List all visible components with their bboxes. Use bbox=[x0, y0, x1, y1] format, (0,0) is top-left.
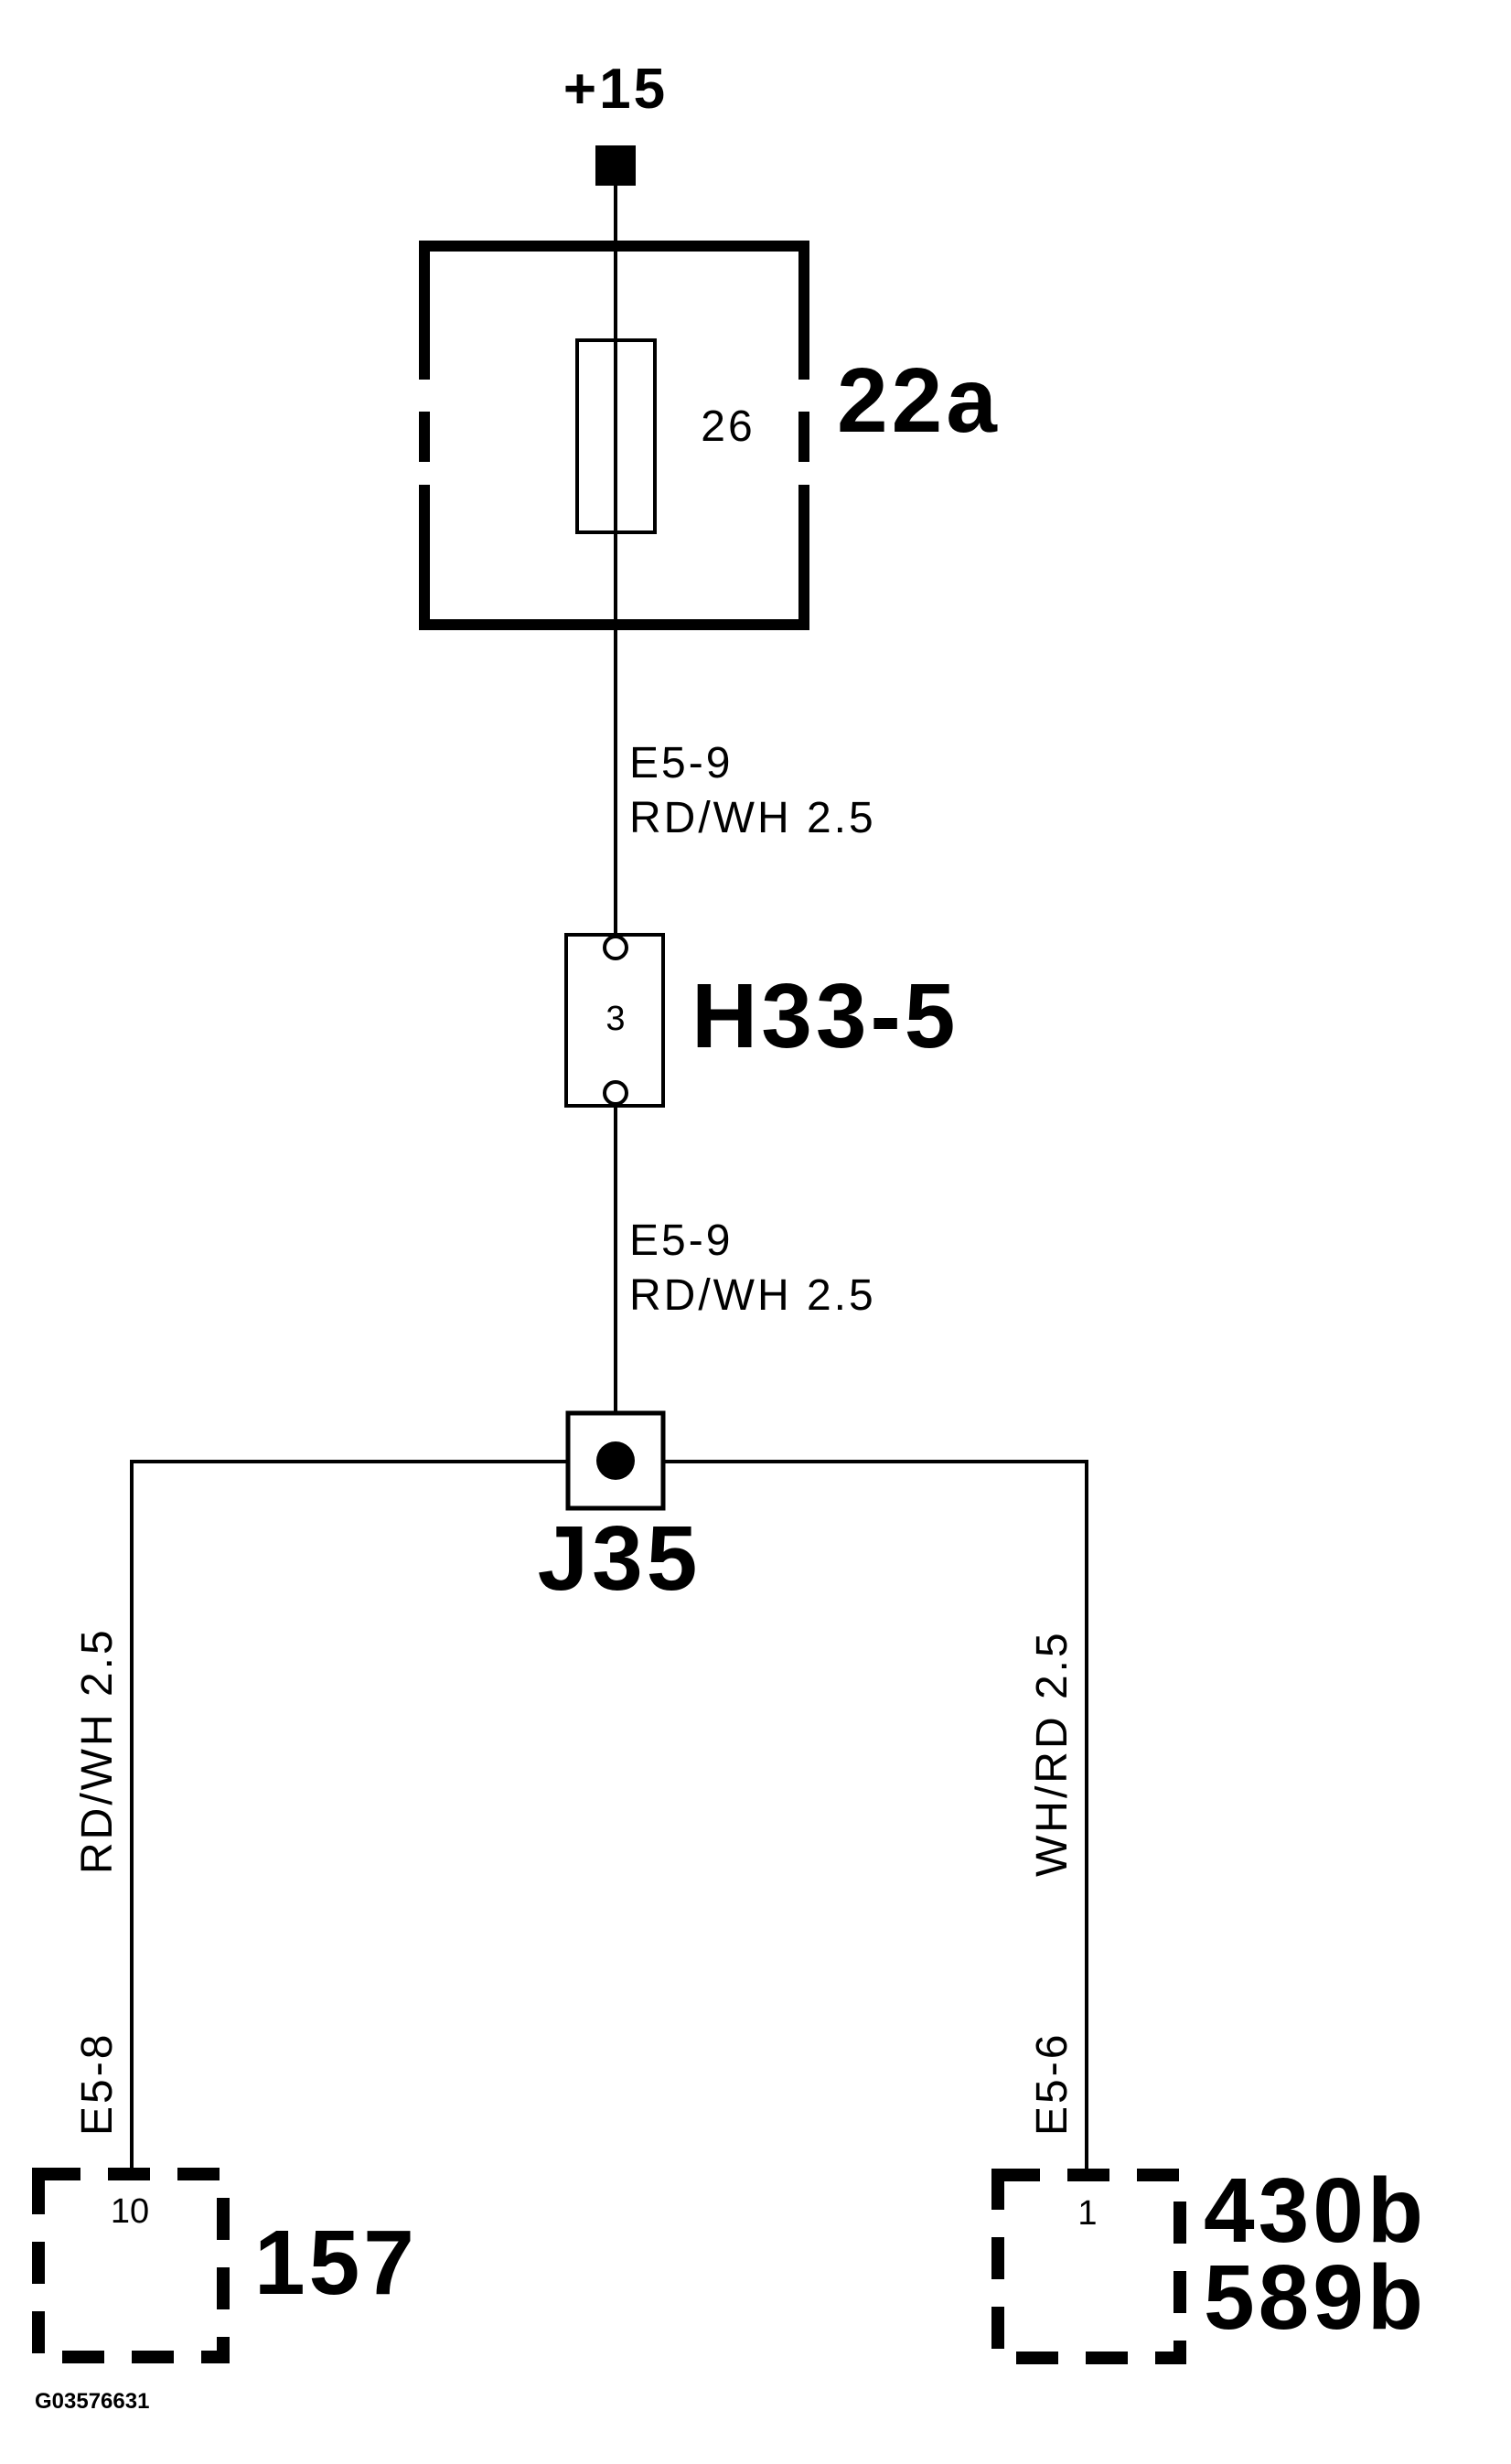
branch-right-wire-spec: WH/RD 2.5 bbox=[1028, 1630, 1077, 1877]
branch-right-wire-code: E5-6 bbox=[1028, 2032, 1077, 2136]
component-589b-id: 589b bbox=[1204, 2246, 1427, 2349]
figure-id: G03576631 bbox=[35, 2389, 149, 2414]
fuse-number: 26 bbox=[701, 402, 755, 451]
connector-h33-pin-bottom bbox=[603, 1080, 628, 1106]
junction-dot bbox=[596, 1441, 635, 1480]
component-430b-box bbox=[991, 2169, 1186, 2364]
connector-h33 bbox=[564, 933, 665, 1108]
wire-middle-spec: RD/WH 2.5 bbox=[629, 1271, 876, 1320]
wire-upper-spec: RD/WH 2.5 bbox=[629, 794, 876, 842]
wire-middle-code: E5-9 bbox=[629, 1216, 733, 1265]
component-157-id: 157 bbox=[254, 2212, 418, 2314]
branch-left-wire-code: E5-8 bbox=[73, 2032, 122, 2136]
connector-h33-pin-top bbox=[603, 935, 628, 960]
connector-h33-id: H33-5 bbox=[691, 965, 959, 1067]
branch-left-wire-spec: RD/WH 2.5 bbox=[73, 1627, 122, 1874]
supply-label: +15 bbox=[563, 58, 668, 121]
fuse-box-id: 22a bbox=[837, 349, 1001, 452]
component-157-box bbox=[32, 2168, 230, 2363]
junction-id: J35 bbox=[538, 1507, 702, 1610]
wire-upper-code: E5-9 bbox=[629, 739, 733, 787]
connector-h33-pin: 3 bbox=[605, 1000, 625, 1038]
component-430b-pin: 1 bbox=[1077, 2194, 1097, 2233]
component-157-pin: 10 bbox=[111, 2192, 149, 2231]
component-430b-id: 430b bbox=[1204, 2159, 1427, 2262]
